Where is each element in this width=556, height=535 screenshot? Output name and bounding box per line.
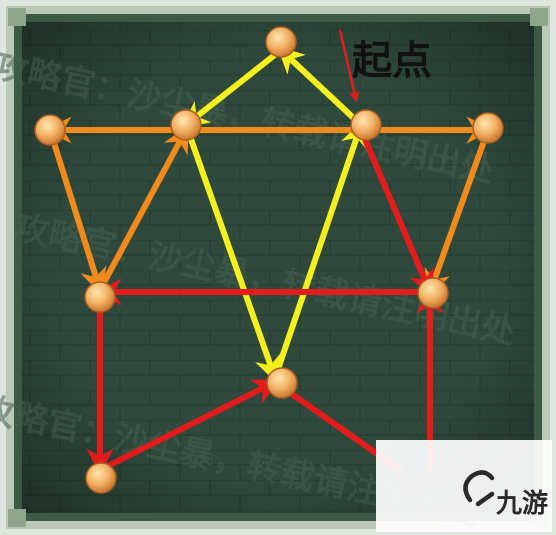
puzzle-nodes: [34, 26, 504, 494]
node-middle-left[interactable]: [84, 281, 116, 313]
solution-path: [44, 46, 494, 476]
corner-stud: [530, 8, 548, 26]
path-red-1: [358, 127, 434, 297]
jiuyou-logo: 九游: [376, 440, 552, 532]
node-upper-right-outer[interactable]: [472, 112, 504, 144]
path-orange-3: [97, 125, 189, 293]
jiuyou-logo-icon: [463, 470, 495, 507]
corner-stud: [8, 8, 26, 26]
logo-text: 九游: [495, 489, 548, 519]
node-upper-right-inner[interactable]: [350, 109, 382, 141]
path-red-4: [97, 379, 280, 473]
node-upper-left-outer[interactable]: [34, 114, 66, 146]
corner-stud: [8, 509, 26, 527]
node-upper-left-inner[interactable]: [170, 109, 202, 141]
start-label: 起点: [352, 38, 432, 84]
node-middle-right[interactable]: [417, 277, 449, 309]
node-center-bottom[interactable]: [266, 367, 298, 399]
path-yellow-3: [183, 122, 281, 384]
start-pointer-arrow: [338, 29, 360, 103]
path-orange-2: [47, 127, 107, 296]
path-yellow-1: [277, 46, 364, 128]
node-top[interactable]: [265, 26, 297, 58]
path-orange-5: [424, 127, 491, 298]
path-yellow-2: [181, 47, 284, 129]
path-yellow-4: [272, 119, 367, 381]
node-bottom-left[interactable]: [85, 462, 117, 494]
